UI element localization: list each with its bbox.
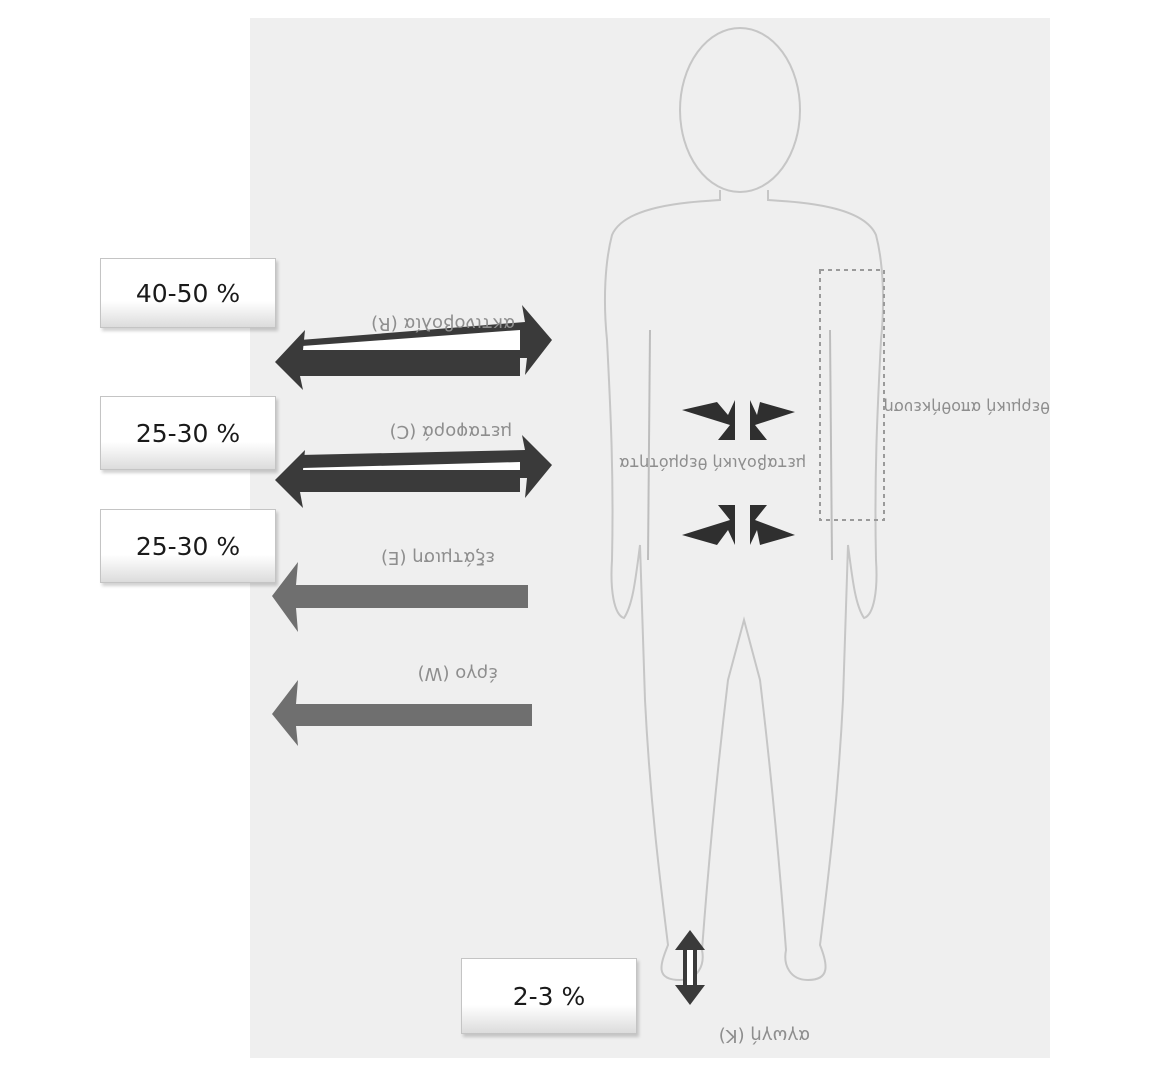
evaporation-percentage-box: 25-30 % [100, 509, 276, 583]
convection-percentage-box: 25-30 % [100, 396, 276, 470]
convection-label: μεταφορά (C) [390, 421, 512, 442]
metabolic-heat-label: μεταβολική θερμότητα [619, 454, 806, 473]
convection-percentage: 25-30 % [136, 419, 240, 448]
conduction-arrow-inner [687, 950, 693, 985]
radiation-percentage: 40-50 % [136, 279, 240, 308]
evaporation-label: εξάτμιση (E) [381, 547, 495, 568]
conduction-label: αγωγή (K) [719, 1025, 810, 1046]
photo-background [250, 18, 1050, 1058]
stored-heat-label: θερμική αποθήκευση [884, 398, 1050, 417]
radiation-percentage-box: 40-50 % [100, 258, 276, 328]
conduction-percentage-box: 2-3 % [461, 958, 637, 1034]
evaporation-percentage: 25-30 % [136, 532, 240, 561]
work-label: έργο (W) [418, 663, 498, 684]
radiation-label: ακτινοβολία (R) [371, 313, 515, 334]
conduction-percentage: 2-3 % [513, 982, 586, 1011]
